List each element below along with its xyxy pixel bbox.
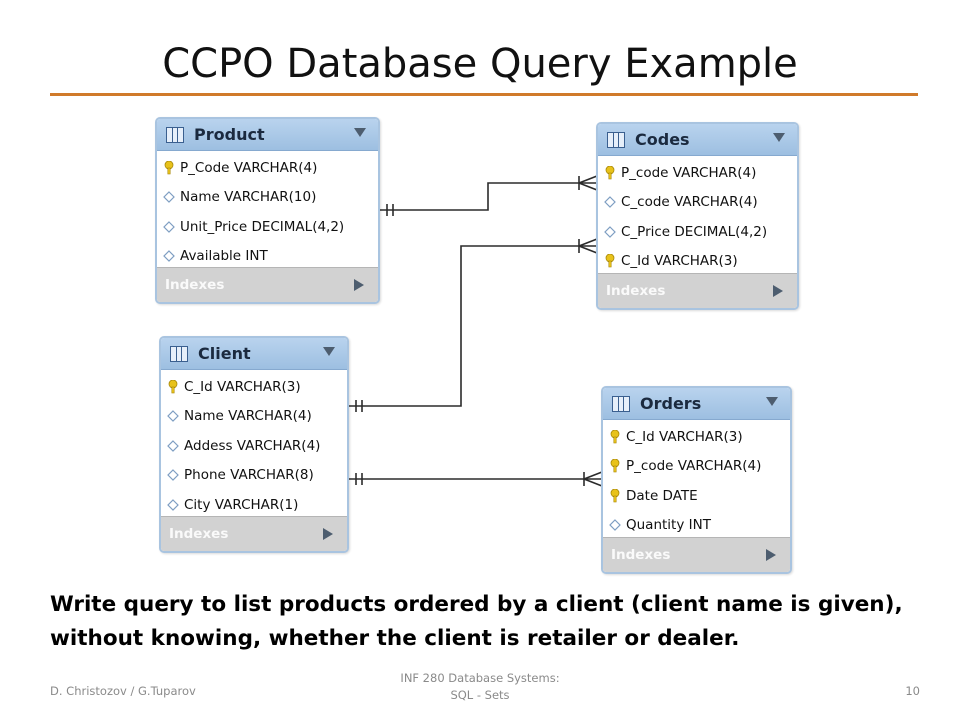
field-label: C_Id VARCHAR(3) [621, 253, 738, 270]
field-row[interactable]: Available INT [157, 242, 378, 272]
table-icon [170, 345, 188, 362]
indexes-bar[interactable]: Indexes [161, 516, 347, 551]
field-label: Available INT [180, 248, 268, 265]
indexes-label: Indexes [611, 547, 671, 563]
connector-client-codes [349, 238, 598, 412]
field-label: C_code VARCHAR(4) [621, 194, 758, 211]
field-row[interactable]: P_Code VARCHAR(4) [157, 153, 378, 183]
diamond-icon [604, 196, 616, 209]
diamond-icon [604, 225, 616, 238]
connector-client-orders [349, 471, 603, 487]
field-row[interactable]: C_Id VARCHAR(3) [598, 247, 797, 277]
field-label: C_Id VARCHAR(3) [626, 428, 743, 445]
key-icon [605, 165, 615, 180]
key-icon [164, 160, 174, 175]
field-row[interactable]: Quantity INT [603, 511, 790, 541]
slide-title: CCPO Database Query Example [162, 41, 798, 87]
diamond-icon [163, 250, 175, 263]
diamond-icon [167, 498, 179, 511]
diamond-icon [609, 519, 621, 532]
indexes-bar[interactable]: Indexes [598, 273, 797, 308]
footer-course: INF 280 Database Systems: SQL - Sets [360, 670, 600, 704]
table-name: Codes [635, 130, 690, 149]
field-list: C_Id VARCHAR(3) P_code VARCHAR(4) Date D… [603, 420, 790, 540]
field-label: Addess VARCHAR(4) [184, 437, 321, 454]
diamond-icon [167, 439, 179, 452]
key-icon [605, 254, 615, 268]
field-row[interactable]: C_Id VARCHAR(3) [603, 422, 790, 452]
key-icon [610, 488, 620, 503]
field-label: P_code VARCHAR(4) [621, 164, 757, 181]
table-name: Orders [640, 394, 702, 413]
field-label: P_Code VARCHAR(4) [180, 159, 318, 176]
field-label: Name VARCHAR(10) [180, 189, 317, 206]
key-icon [610, 429, 620, 444]
table-name: Client [198, 344, 251, 363]
table-client[interactable]: Client C_Id VARCHAR(3) Name VARCHAR(4) A… [159, 336, 349, 553]
query-question: Write query to list products ordered by … [50, 592, 903, 651]
field-label: Date DATE [626, 487, 698, 504]
field-row[interactable]: C_code VARCHAR(4) [598, 188, 797, 218]
collapse-triangle-icon[interactable] [323, 347, 335, 356]
field-label: Quantity INT [626, 517, 711, 534]
table-orders[interactable]: Orders C_Id VARCHAR(3) P_code VARCHAR(4)… [601, 386, 792, 574]
field-label: P_code VARCHAR(4) [626, 458, 762, 475]
table-header[interactable]: Client [161, 338, 347, 370]
field-row[interactable]: Name VARCHAR(4) [161, 402, 347, 432]
expand-triangle-icon[interactable] [773, 285, 783, 297]
key-icon [168, 379, 178, 394]
indexes-label: Indexes [606, 283, 666, 299]
field-label: City VARCHAR(1) [184, 496, 299, 513]
table-header[interactable]: Orders [603, 388, 790, 420]
field-label: Unit_Price DECIMAL(4,2) [180, 218, 345, 235]
indexes-bar[interactable]: Indexes [157, 267, 378, 302]
diamond-icon [167, 469, 179, 482]
collapse-triangle-icon[interactable] [773, 133, 785, 142]
field-row[interactable]: C_Id VARCHAR(3) [161, 372, 347, 402]
key-icon [610, 459, 620, 473]
field-row[interactable]: Name VARCHAR(10) [157, 183, 378, 213]
field-row[interactable]: P_code VARCHAR(4) [603, 452, 790, 482]
table-icon [612, 395, 630, 412]
connector-product-codes [379, 175, 598, 216]
table-header[interactable]: Product [157, 119, 378, 151]
indexes-bar[interactable]: Indexes [603, 537, 790, 572]
table-icon [607, 131, 625, 148]
field-row[interactable]: Phone VARCHAR(8) [161, 461, 347, 491]
table-product[interactable]: Product P_Code VARCHAR(4) Name VARCHAR(1… [155, 117, 380, 304]
field-row[interactable]: City VARCHAR(1) [161, 490, 347, 520]
collapse-triangle-icon[interactable] [766, 397, 778, 406]
title-divider [50, 93, 918, 96]
footer-course-line2: SQL - Sets [450, 688, 510, 702]
diamond-icon [163, 220, 175, 233]
footer-authors: D. Christozov / G.Tuparov [50, 684, 196, 698]
diamond-icon [163, 191, 175, 204]
field-row[interactable]: Unit_Price DECIMAL(4,2) [157, 212, 378, 242]
expand-triangle-icon[interactable] [323, 528, 333, 540]
field-list: P_code VARCHAR(4) C_code VARCHAR(4) C_Pr… [598, 156, 797, 276]
field-row[interactable]: Addess VARCHAR(4) [161, 431, 347, 461]
indexes-label: Indexes [169, 526, 229, 542]
field-row[interactable]: Date DATE [603, 481, 790, 511]
field-row[interactable]: P_code VARCHAR(4) [598, 158, 797, 188]
field-row[interactable]: C_Price DECIMAL(4,2) [598, 217, 797, 247]
expand-triangle-icon[interactable] [766, 549, 776, 561]
table-codes[interactable]: Codes P_code VARCHAR(4) C_code VARCHAR(4… [596, 122, 799, 310]
footer-course-line1: INF 280 Database Systems: [400, 671, 560, 685]
field-label: C_Price DECIMAL(4,2) [621, 223, 768, 240]
field-list: C_Id VARCHAR(3) Name VARCHAR(4) Addess V… [161, 370, 347, 520]
diamond-icon [167, 410, 179, 423]
page-number: 10 [905, 684, 920, 698]
table-icon [166, 126, 184, 143]
field-label: Name VARCHAR(4) [184, 408, 312, 425]
indexes-label: Indexes [165, 277, 225, 293]
table-name: Product [194, 125, 265, 144]
table-header[interactable]: Codes [598, 124, 797, 156]
collapse-triangle-icon[interactable] [354, 128, 366, 137]
field-list: P_Code VARCHAR(4) Name VARCHAR(10) Unit_… [157, 151, 378, 271]
expand-triangle-icon[interactable] [354, 279, 364, 291]
field-label: C_Id VARCHAR(3) [184, 378, 301, 395]
field-label: Phone VARCHAR(8) [184, 467, 314, 484]
